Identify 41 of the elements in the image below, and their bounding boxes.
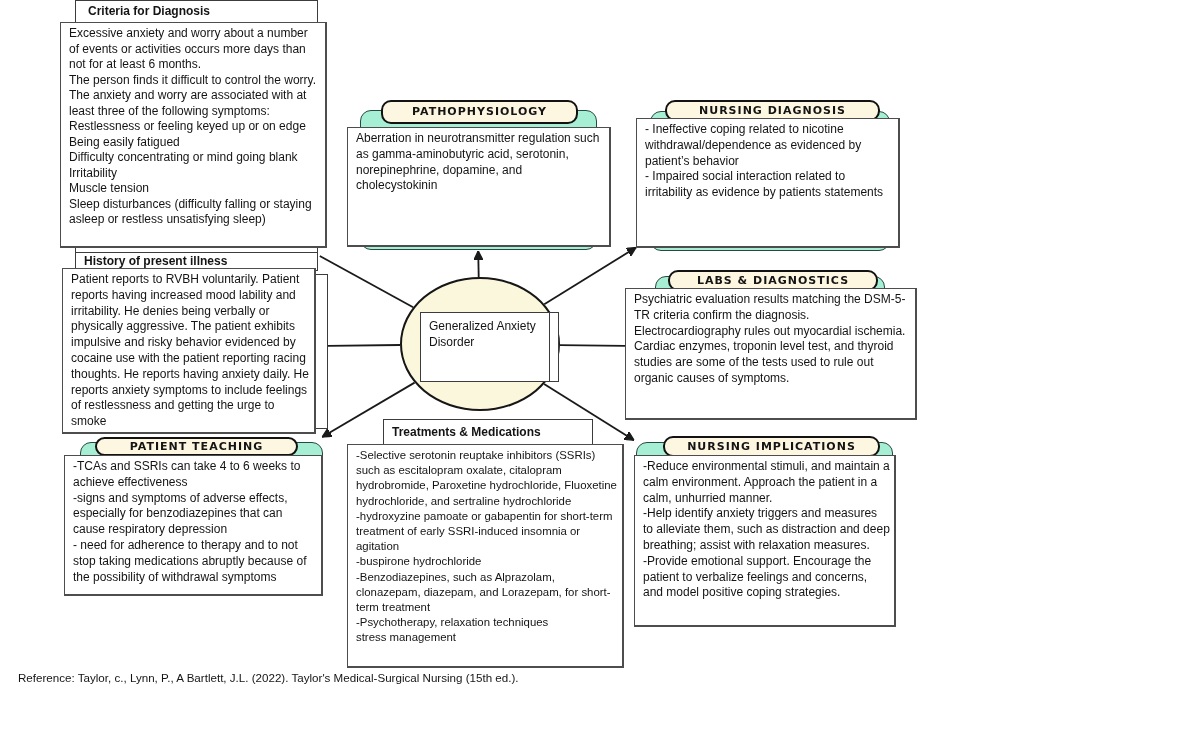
body-text: The anxiety and worry are associated with at least three of the following symptoms: (69, 88, 308, 119)
body-text: Excessive anxiety and worry about a number of events or activities occurs more days than not for at least 6 months. (69, 26, 309, 73)
topic-box: Generalized Anxiety Disorder (420, 312, 550, 382)
heading-tab: PATHOPHYSIOLOGY (381, 100, 578, 124)
body-text: -TCAs and SSRIs can take 4 to 6 weeks to achieve effectiveness (73, 459, 302, 491)
connector-line (327, 344, 401, 347)
body-text: -Provide emotional support. Encourage the patient to verbalize feelings and concerns, and model positive coping strategies. (643, 553, 873, 602)
connector-line (559, 344, 626, 347)
arrow (543, 383, 635, 442)
body-text: -Selective serotonin reuptake inhibitors (SSRIs) such as escitalopram oxalate, citalopram hydrobromide, Paroxetine hydrochloride, Fluoxetine hydrochloride, and sertraline hydrochloride (356, 448, 618, 509)
body-text: Difficulty concentrating or mind going blank (69, 150, 299, 166)
body-text: Sleep disturbances (difficulty falling or staying asleep or restless unsatisfying sleep) (69, 196, 313, 228)
body-text: Patient reports to RVBH voluntarily. Patient reports having increased mood lability and irritability. He denies being verbally or physically aggressive. The patient exhibits impulsive and risky behavior evidenced by cocaine use with the patient reporting racing thoughts. He reports having anxiety daily. He reports anxiety symptoms to include feelings of restlessness and getting the urge to smoke (71, 272, 310, 430)
arrow (473, 250, 484, 278)
body-text: stress management (356, 630, 458, 646)
body-text: -Benzodiazepines, such as Alprazolam, clonazepam, diazepam, and Lorazepam, for short-term treatment (356, 569, 612, 616)
arrow (543, 246, 637, 306)
body-text: - need for adherence to therapy and to not stop taking medications abruptly because of the possibility of withdrawal symptoms (73, 538, 308, 586)
body-text: Restlessness or feeling keyed up or on edge (69, 119, 307, 135)
body-text: - Ineffective coping related to nicotine withdrawal/dependence as evidenced by patient’s behavior (645, 122, 863, 170)
body-text: - Impaired social interaction related to irritability as evidence by patients statements (645, 169, 885, 201)
body-text: -buspirone hydrochloride (356, 554, 483, 570)
body-text: Being easily fatigued (69, 134, 181, 150)
heading-box: Treatments & Medications (383, 419, 593, 446)
body-text: Muscle tension (69, 181, 151, 197)
body-text: -signs and symptoms of adverse effects, especially for benzodiazepines that can cause respiratory depression (73, 490, 289, 538)
body-text: Psychiatric evaluation results matching the DSM-5-TR criteria confirm the diagnosis. (634, 292, 907, 324)
body-text: -Psychotherapy, relaxation techniques (356, 615, 550, 631)
body-text: Aberration in neurotransmitter regulation such as gamma-aminobutyric acid, serotonin, norepinephrine, dopamine, and cholecystokinin (356, 131, 601, 195)
body-text: Cardiac enzymes, troponin level test, and thyroid studies are some of the tests used to rule out organic causes of symptoms. (634, 339, 895, 387)
connector-line (318, 255, 414, 309)
body-text: Irritability (69, 165, 118, 181)
reference-note: Reference: Taylor, c., Lynn, P., A Bartlett, J.L. (2022). Taylor's Medical-Surgical Nursing (15th ed.). (18, 671, 519, 685)
arrow (321, 381, 416, 438)
body-text: -Reduce environmental stimuli, and maintain a calm environment. Approach the patient in a calm, unhurried manner. (643, 459, 890, 507)
section-heading: Criteria for Diagnosis (88, 3, 211, 19)
body-text: The person finds it difficult to control the worry. (69, 72, 317, 88)
body-text: -hydroxyzine pamoate or gabapentin for short-term treatment of early SSRI-induced insomnia or agitation (356, 508, 614, 555)
body-text: -Help identify anxiety triggers and measures to alleviate them, such as distraction and deep breathing; assist with relaxation measures. (643, 506, 890, 554)
heading-tab: NURSING IMPLICATIONS (663, 436, 880, 457)
body-text: Electrocardiography rules out myocardial ischemia. (634, 323, 907, 340)
